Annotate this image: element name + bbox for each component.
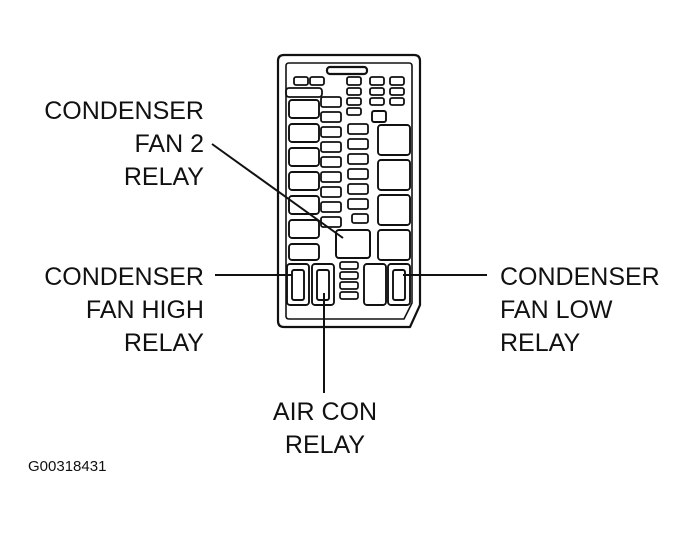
fuse-box-outer bbox=[276, 53, 422, 329]
label-line: AIR CON bbox=[272, 398, 378, 426]
right-relay-column bbox=[371, 110, 411, 261]
label-line: FAN HIGH bbox=[85, 296, 204, 324]
label-line: RELAY bbox=[123, 163, 204, 191]
label-line: RELAY bbox=[123, 329, 204, 357]
label-line: CONDENSER bbox=[500, 263, 660, 291]
third-fuse-column bbox=[347, 123, 369, 224]
label-line: CONDENSER bbox=[44, 263, 204, 291]
label-line: RELAY bbox=[284, 431, 366, 459]
figure-code: G00318431 bbox=[28, 458, 107, 475]
label-line: CONDENSER bbox=[44, 97, 204, 125]
leader-line-fan-2 bbox=[211, 143, 344, 239]
label-line: RELAY bbox=[500, 329, 581, 357]
label-line: FAN LOW bbox=[500, 296, 613, 324]
condenser-fan-2-relay-box bbox=[335, 229, 371, 259]
label-condenser-fan-low-relay: CONDENSER FAN LOW RELAY bbox=[500, 261, 660, 360]
bottom-fuse-stack bbox=[339, 261, 359, 300]
label-condenser-fan-high-relay: CONDENSER FAN HIGH RELAY bbox=[44, 261, 204, 360]
label-air-con-relay: AIR CON RELAY bbox=[264, 396, 386, 462]
label-condenser-fan-2-relay: CONDENSER FAN 2 RELAY bbox=[44, 95, 204, 194]
top-tab bbox=[325, 65, 369, 76]
fuse-box-inner bbox=[285, 62, 413, 320]
second-fuse-column bbox=[320, 96, 342, 228]
label-line: FAN 2 bbox=[134, 130, 204, 158]
leader-lines bbox=[211, 143, 487, 393]
top-fuse-row bbox=[285, 76, 405, 116]
left-relay-column bbox=[288, 99, 320, 261]
